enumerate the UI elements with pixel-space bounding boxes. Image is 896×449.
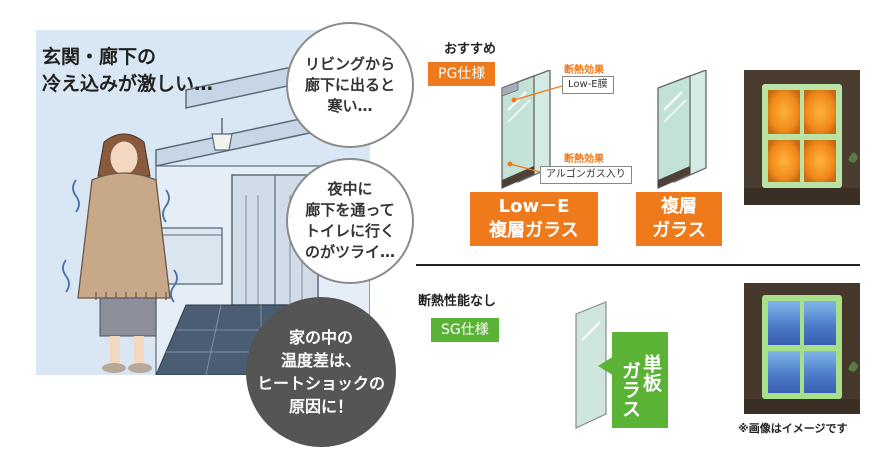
no-insulation-label: 断熱性能なし [418,294,497,309]
recommended-label: おすすめ [444,42,497,57]
headline-line: 冷え込みが激しい… [42,73,214,95]
product-label-line: ガラス [619,360,641,418]
callout-leader-lines [507,85,563,173]
bubble-text-line: 廊下に出ると [304,75,395,94]
sg-spec-badge: SG仕様 [431,318,499,342]
thermal-image-single-pane-window [744,283,860,414]
section-divider [416,264,860,266]
thermal-image-insulated-window [744,70,860,205]
pg-spec-badge: PG仕様 [428,62,496,86]
product-label-line: 複層 [661,196,697,217]
bubble-text-line: 廊下を通って [305,201,395,219]
headline: 玄関・廊下の 冷え込みが激しい… [42,44,213,98]
lowe-double-glass-label: Low－E 複層ガラス [470,192,598,246]
product-label-line: ガラス [652,220,706,241]
heat-shock-warning-bubble: 家の中の 温度差は、 ヒートショックの 原因に！ [246,297,396,447]
single-glass-label: 単板 ガラス [612,332,668,428]
double-glass-label: 複層 ガラス [636,192,722,246]
lowe-film-callout: Low-E膜 [562,76,614,94]
speech-bubble-living-room: リビングから 廊下に出ると 寒い… [286,22,414,148]
insulation-effect-tag: 断熱効果 [564,65,604,76]
bubble-text-line: 寒い… [327,96,373,115]
bubble-text-line: 温度差は、 [280,351,361,370]
product-label-line: Low－E [498,196,570,217]
double-glass-icon [657,70,707,189]
speech-bubble-night-toilet: 夜中に 廊下を通って トイレに行く のがツライ… [286,158,414,284]
image-disclaimer-note: ※画像はイメージです [738,422,848,435]
product-label-line: 単板 [640,354,662,392]
headline-line: 玄関・廊下の [42,46,157,68]
pointer-arrow [598,356,614,376]
bubble-text-line: ヒートショックの [256,374,385,393]
bubble-text-line: トイレに行く [304,222,395,240]
bubble-text-line: 夜中に [327,180,373,198]
insulation-effect-tag: 断熱効果 [564,154,604,165]
single-glass-icon [575,301,607,429]
bubble-text-line: 家の中の [288,328,353,347]
bubble-text-line: のがツライ… [304,243,395,261]
bubble-text-line: リビングから [304,54,395,73]
argon-gas-callout: アルゴンガス入り [540,166,632,184]
bubble-text-line: 原因に！ [288,397,353,416]
product-label-line: 複層ガラス [489,220,579,241]
